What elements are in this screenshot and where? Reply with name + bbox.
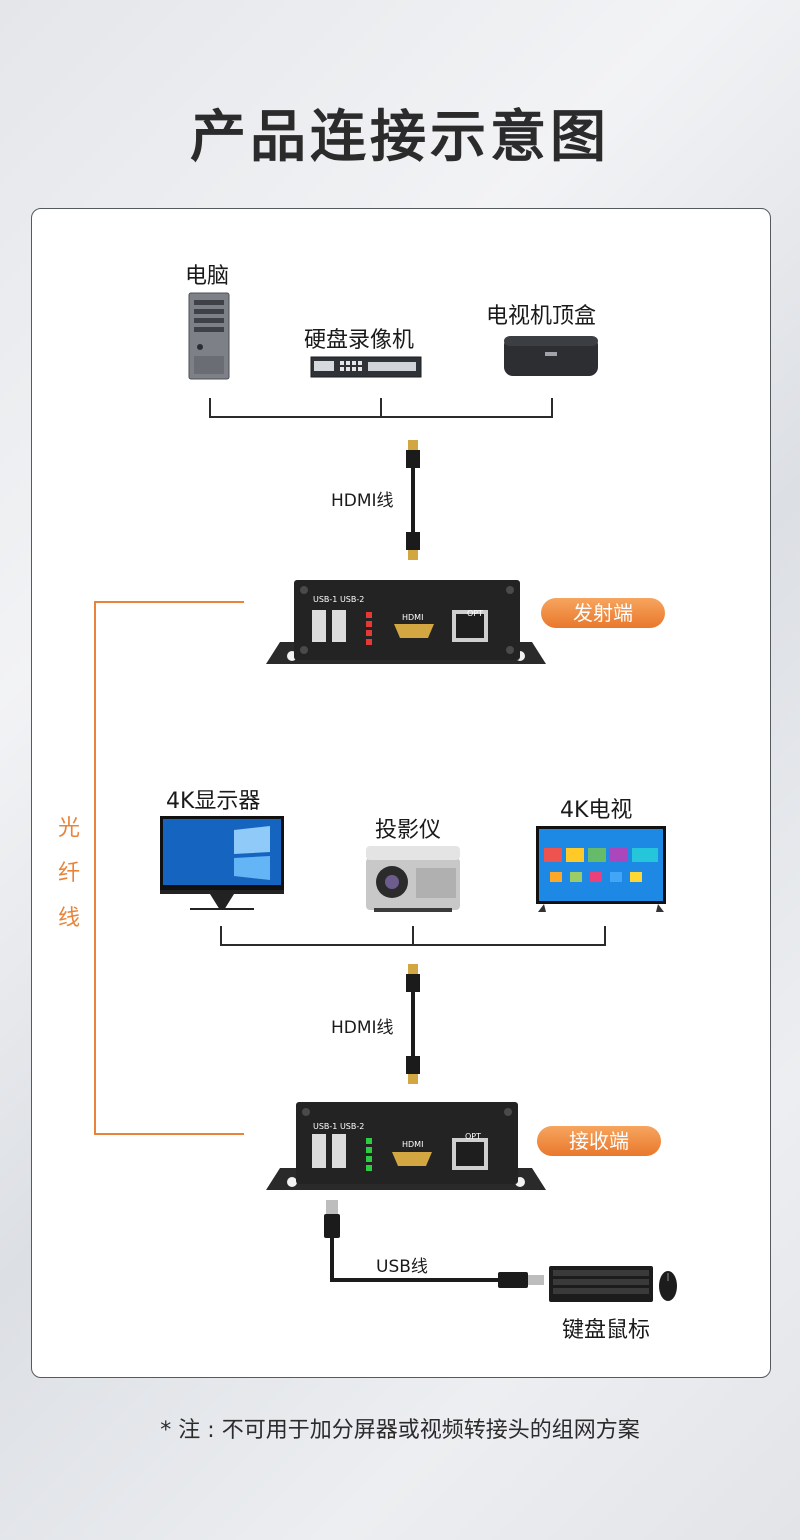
settop-box-icon bbox=[504, 336, 598, 376]
tv-icon bbox=[536, 826, 666, 912]
pc-label: 电脑 bbox=[185, 264, 230, 289]
projector-icon bbox=[366, 846, 460, 912]
rx-hdmi-label: HDMI bbox=[402, 1140, 424, 1149]
keyboard-mouse-icon bbox=[549, 1266, 677, 1302]
stb-label: 电视机顶盒 bbox=[486, 304, 597, 329]
projector-label: 投影仪 bbox=[375, 818, 442, 843]
hdmi-cable-label: HDMI线 bbox=[331, 491, 394, 511]
nvr-recorder-icon bbox=[310, 356, 422, 378]
tx-hdmi-label: HDMI bbox=[402, 613, 424, 622]
fiber-line bbox=[94, 601, 244, 603]
hdmi-cable-icon bbox=[406, 964, 420, 1084]
fiber-label-char: 光 bbox=[58, 816, 81, 841]
usb-cable-label: USB线 bbox=[376, 1257, 428, 1277]
device-reflection bbox=[275, 670, 525, 740]
monitor-icon bbox=[160, 816, 284, 910]
tx-usb-label: USB-1 USB-2 bbox=[313, 595, 365, 604]
keyboard-mouse-label: 键盘鼠标 bbox=[562, 1318, 651, 1343]
bracket-line bbox=[604, 926, 606, 946]
page-title: 产品连接示意图 bbox=[190, 105, 610, 170]
fiber-line bbox=[94, 1133, 244, 1135]
fiber-label-char: 纤 bbox=[58, 861, 81, 886]
bracket-line bbox=[380, 398, 382, 418]
footnote: * 注 : 不可用于加分屏器或视频转接头的组网方案 bbox=[160, 1418, 640, 1443]
fiber-label-char: 线 bbox=[58, 906, 81, 931]
hdmi-cable-icon bbox=[406, 440, 420, 560]
transmitter-device-icon bbox=[266, 580, 546, 664]
bracket-line bbox=[220, 944, 606, 946]
tx-opt-label: OPT bbox=[467, 609, 484, 618]
nvr-label: 硬盘录像机 bbox=[304, 328, 415, 353]
bracket-line bbox=[220, 926, 222, 946]
pc-tower-icon bbox=[188, 292, 230, 380]
monitor-label: 4K显示器 bbox=[166, 789, 261, 814]
receiver-badge: 接收端 bbox=[537, 1126, 661, 1156]
hdmi-cable-label: HDMI线 bbox=[331, 1018, 394, 1038]
rx-usb-label: USB-1 USB-2 bbox=[313, 1122, 365, 1131]
receiver-device-icon bbox=[266, 1102, 546, 1190]
tv-label: 4K电视 bbox=[560, 798, 633, 823]
bracket-line bbox=[209, 416, 553, 418]
bracket-line bbox=[551, 398, 553, 418]
bracket-line bbox=[209, 398, 211, 418]
bracket-line bbox=[412, 926, 414, 946]
transmitter-badge: 发射端 bbox=[541, 598, 665, 628]
rx-opt-label: OPT bbox=[465, 1132, 482, 1141]
usb-cable-icon bbox=[324, 1200, 544, 1288]
fiber-line bbox=[94, 601, 96, 1135]
